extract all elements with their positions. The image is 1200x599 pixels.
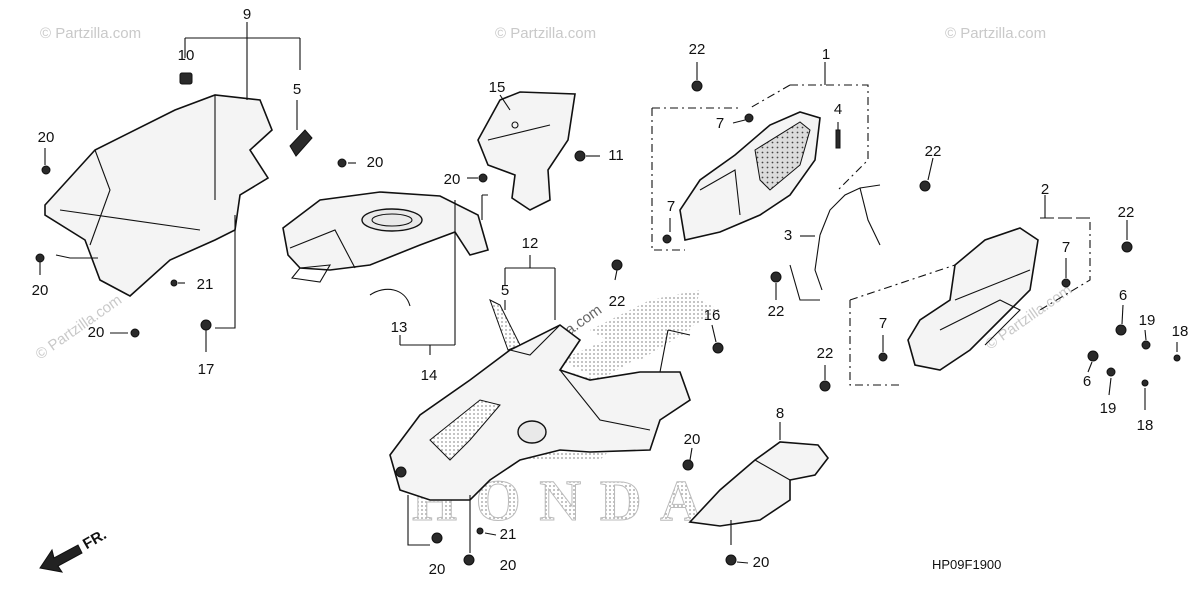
screw-20f	[682, 459, 694, 471]
collar-19b	[1106, 367, 1116, 377]
pin-4	[835, 129, 841, 149]
callout-6-a: 6	[1119, 287, 1127, 304]
callout-22-a: 22	[689, 41, 706, 58]
callout-7-d: 7	[879, 315, 887, 332]
front-fender-part	[44, 94, 273, 297]
callout-22-f: 22	[817, 345, 834, 362]
collar-19a	[1141, 340, 1151, 350]
bolt-16	[712, 342, 724, 354]
callout-8: 8	[776, 405, 784, 422]
direction-label: FR.	[80, 526, 109, 553]
front-body-part-12	[389, 298, 691, 501]
callout-22-b: 22	[609, 293, 626, 310]
callout-18-b: 18	[1137, 417, 1154, 434]
callout-labels: 9 10 5 20 20 20 21 17 20 20 15 11 13 14 …	[32, 6, 1189, 578]
callout-2: 2	[1041, 181, 1049, 198]
callout-22-d: 22	[768, 303, 785, 320]
washer-7b	[662, 234, 672, 244]
hardware-group	[35, 72, 1181, 566]
callout-20-f: 20	[684, 431, 701, 448]
callout-11: 11	[608, 147, 624, 164]
callout-17: 17	[198, 361, 215, 378]
tank-cover-part	[282, 191, 489, 283]
callout-10: 10	[178, 47, 195, 64]
callout-19-b: 19	[1100, 400, 1117, 417]
bolt-21a	[170, 279, 178, 287]
side-panel-part-2	[907, 227, 1039, 371]
callout-18-a: 18	[1172, 323, 1189, 340]
callout-20-e: 20	[444, 171, 461, 188]
front-direction-arrow: FR.	[39, 526, 109, 573]
callout-9: 9	[243, 6, 251, 23]
screw-20g	[431, 532, 443, 544]
watermark-left: © Partzilla.com	[33, 291, 126, 363]
screw-20e	[478, 173, 488, 183]
callout-20-i: 20	[753, 554, 770, 571]
screw-20c	[130, 328, 140, 338]
washer-7d	[878, 352, 888, 362]
callout-20-d: 20	[367, 154, 384, 171]
nut-6a	[1115, 324, 1127, 336]
callout-7-b: 7	[667, 198, 675, 215]
watermark-top-left: © Partzilla.com	[40, 25, 141, 42]
grommet-5	[289, 129, 313, 157]
bolt-22e	[1121, 241, 1133, 253]
clip-part-13	[369, 288, 411, 307]
callout-7-a: 7	[716, 115, 724, 132]
bolt-22a	[691, 80, 703, 92]
callout-4: 4	[834, 101, 842, 118]
nut-6b	[1087, 350, 1099, 362]
screw-18a	[1173, 354, 1181, 362]
washer-7c	[1061, 278, 1071, 288]
callout-20-b: 20	[32, 282, 49, 299]
callout-20-h: 20	[500, 557, 517, 574]
callout-14: 14	[421, 367, 438, 384]
callout-12: 12	[522, 235, 539, 252]
diagram-code: HP09F1900	[932, 557, 1001, 572]
nut-11	[574, 150, 586, 162]
screw-20d	[337, 158, 347, 168]
bolt-22d	[770, 271, 782, 283]
callout-5-left: 5	[293, 81, 301, 98]
watermark-top-right: © Partzilla.com	[945, 25, 1046, 42]
callout-16: 16	[704, 307, 721, 324]
washer-7a	[744, 113, 754, 123]
bracket-part-15	[477, 91, 576, 211]
bolt-21b	[476, 527, 484, 535]
side-panel-part-1	[679, 111, 821, 241]
callout-21-a: 21	[197, 276, 214, 293]
callout-20-a: 20	[38, 129, 55, 146]
callout-13: 13	[391, 319, 408, 336]
wire-bracket-part-3	[814, 184, 881, 291]
screw-20h	[463, 554, 475, 566]
bolt-17	[200, 319, 212, 331]
bolt-22f	[819, 380, 831, 392]
screw-20b	[35, 253, 45, 263]
callout-6-b: 6	[1083, 373, 1091, 390]
callout-7-c: 7	[1062, 239, 1070, 256]
callout-21-b: 21	[500, 526, 517, 543]
screw-20a	[41, 165, 51, 175]
bolt-22c	[919, 180, 931, 192]
callout-20-g: 20	[429, 561, 446, 578]
screw-18b	[1141, 379, 1149, 387]
callout-19-a: 19	[1139, 312, 1156, 329]
screw-20i	[725, 554, 737, 566]
callout-5-center: 5	[501, 282, 509, 299]
under-cover-part-8	[688, 441, 830, 527]
leader-lines	[39, 22, 1178, 564]
bolt-22b	[611, 259, 623, 271]
callout-20-c: 20	[88, 324, 105, 341]
callout-22-c: 22	[925, 143, 942, 160]
bolt-10	[179, 72, 193, 85]
callout-22-e: 22	[1118, 204, 1135, 221]
callout-1: 1	[822, 46, 830, 63]
callout-3: 3	[784, 227, 792, 244]
watermark-top-center: © Partzilla.com	[495, 25, 596, 42]
callout-15: 15	[489, 79, 506, 96]
